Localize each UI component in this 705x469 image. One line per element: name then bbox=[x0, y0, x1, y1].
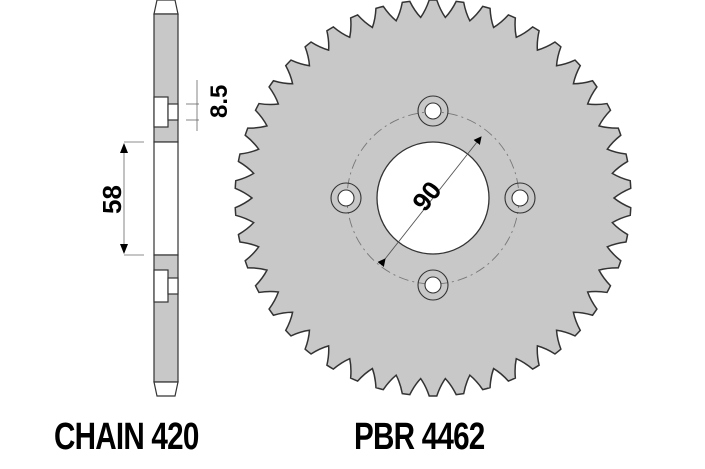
profile-lower-bolt-shank bbox=[167, 277, 179, 295]
profile-upper-bolt-shank bbox=[167, 103, 179, 121]
bolt-hole-top bbox=[417, 95, 449, 127]
chain-size-label: CHAIN 420 bbox=[54, 416, 199, 458]
profile-upper-bolt-step bbox=[153, 96, 169, 128]
dimension-hub-width: 8.5 bbox=[186, 80, 233, 131]
profile-top-bevel bbox=[153, 0, 179, 15]
bolt-hole-right bbox=[504, 182, 536, 214]
bolt-hole-bottom bbox=[417, 269, 449, 301]
hub-width-label: 8.5 bbox=[206, 85, 233, 118]
dimension-center-bore: 58 bbox=[97, 141, 144, 256]
profile-bottom-bevel bbox=[153, 381, 179, 397]
center-bore-label: 58 bbox=[97, 185, 127, 214]
sprocket-front-view: 90 bbox=[234, 0, 632, 397]
profile-bore-region bbox=[153, 141, 179, 256]
part-number-label: PBR 4462 bbox=[354, 416, 485, 458]
bolt-hole-left bbox=[330, 182, 362, 214]
profile-lower-bolt-step bbox=[153, 269, 169, 303]
side-profile-view: 8.5 58 bbox=[97, 0, 233, 397]
